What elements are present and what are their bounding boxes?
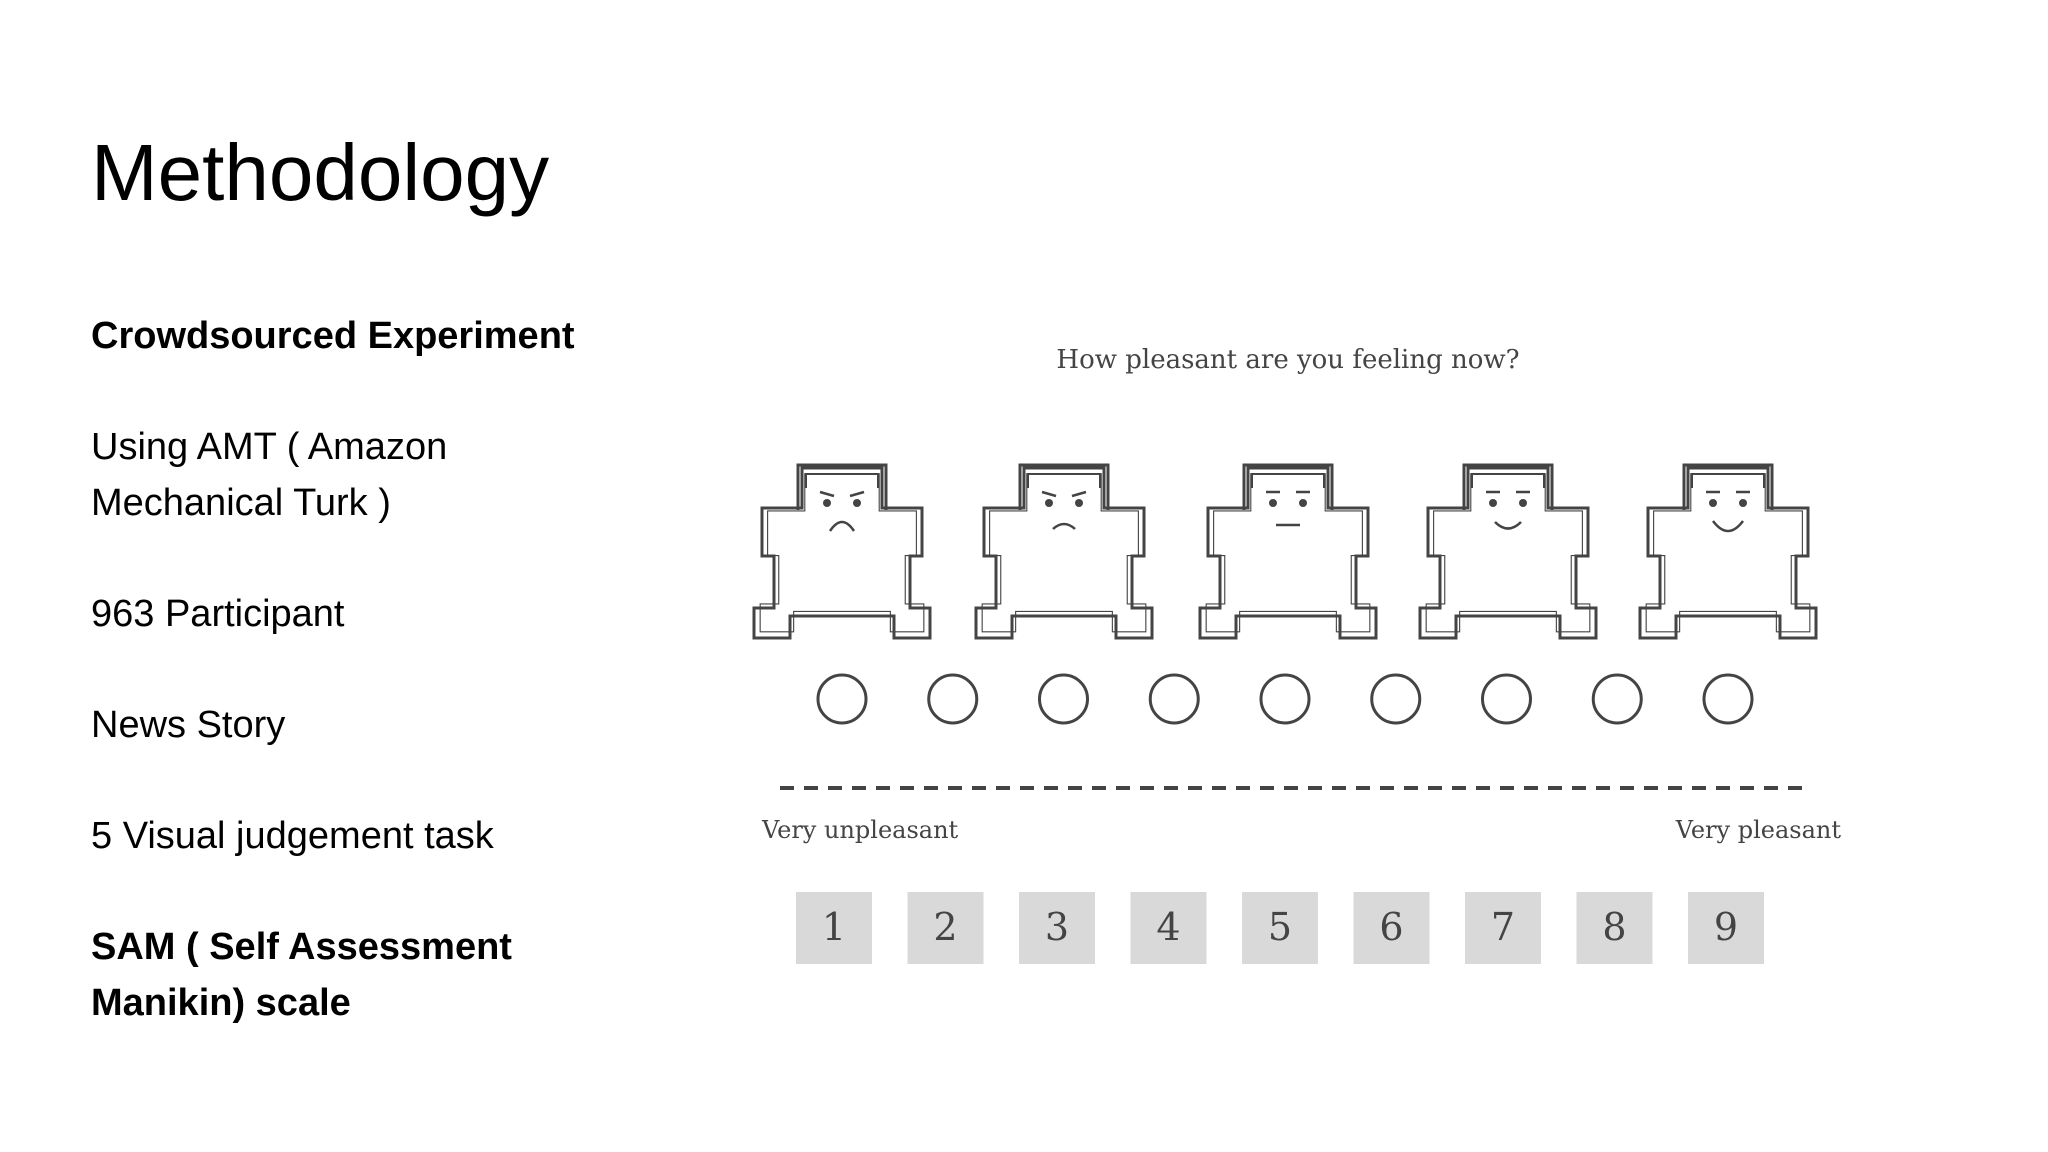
manikin-eye-right (1739, 499, 1747, 507)
rating-circle-8[interactable] (1591, 673, 1643, 725)
sam-question: How pleasant are you feeling now? (1056, 345, 1519, 375)
scale-box-bg (1019, 892, 1095, 964)
rating-circle-9[interactable] (1702, 673, 1754, 725)
label-very-pleasant: Very pleasant (1675, 816, 1842, 844)
rating-circle-1[interactable] (816, 673, 868, 725)
manikin-body-inner (1425, 473, 1591, 633)
manikin-mouth (1712, 520, 1744, 533)
manikin-very-happy (1638, 463, 1818, 640)
manikin-body-inner (981, 473, 1147, 633)
scale-box-bg (907, 892, 984, 964)
manikin-happy (1418, 463, 1598, 640)
sam-diagram: How pleasant are you feeling now? Very u… (752, 345, 1842, 964)
manikin-eye-right (1519, 499, 1527, 507)
manikin-body (752, 466, 932, 640)
manikin-hair (1018, 463, 1110, 510)
item-visual-tasks: 5 Visual judgement task (91, 815, 494, 857)
manikin-mouth (1052, 522, 1076, 530)
manikin-eyebrow-right (849, 490, 865, 498)
manikin-body (1638, 466, 1818, 640)
scale-box-bg (1242, 892, 1318, 964)
scale-box-8[interactable]: 8 (1576, 892, 1653, 964)
scale-box-7[interactable]: 7 (1465, 892, 1541, 964)
manikin-hair (1682, 463, 1774, 510)
manikin-eye-left (823, 499, 831, 507)
scale-box-1[interactable]: 1 (796, 892, 872, 964)
manikin-eye-right (853, 499, 861, 507)
item-participants: 963 Participant (91, 593, 345, 635)
manikin-eyebrow-right (1071, 490, 1087, 498)
manikin-eye-left (1709, 499, 1717, 507)
scale-box-bg (1130, 892, 1207, 964)
item-sam-scale: SAM ( Self Assessment Manikin) scale (91, 926, 512, 1024)
scale-box-bg (1465, 892, 1541, 964)
manikin-body (974, 466, 1154, 640)
manikin-eyebrow-left (819, 490, 835, 498)
sam-figure: How pleasant are you feeling now? Very u… (740, 320, 1880, 1000)
manikin-body-inner (1205, 473, 1371, 633)
scale-number-boxes: 1 2 3 4 5 6 7 8 9 (796, 892, 1764, 964)
manikin-body-inner (759, 473, 925, 633)
manikin-hair (1462, 463, 1554, 510)
rating-circle-3[interactable] (1038, 673, 1089, 725)
manikin-row (752, 463, 1818, 640)
item-crowdsourced: Crowdsourced Experiment (91, 315, 575, 357)
scale-box-9[interactable]: 9 (1688, 892, 1764, 964)
manikin-body (1198, 466, 1378, 640)
scale-box-number: 5 (1268, 905, 1292, 949)
scale-box-3[interactable]: 3 (1019, 892, 1095, 964)
scale-box-number: 3 (1045, 905, 1069, 949)
manikin-hair-inner (1251, 473, 1325, 488)
manikin-eye-left (1269, 499, 1277, 507)
scale-box-number: 7 (1491, 905, 1515, 949)
scale-box-6[interactable]: 6 (1353, 892, 1430, 964)
scale-box-number: 6 (1379, 905, 1403, 949)
scale-box-bg (1688, 892, 1764, 964)
label-very-unpleasant: Very unpleasant (761, 816, 959, 844)
manikin-hair-inner (1471, 473, 1545, 488)
rating-circle-5[interactable] (1259, 673, 1311, 725)
scale-box-number: 2 (933, 905, 957, 949)
slide-title: Methodology (91, 128, 550, 217)
rating-circle-6[interactable] (1370, 673, 1422, 725)
manikin-very-sad (752, 463, 932, 640)
scale-box-bg (1353, 892, 1430, 964)
scale-box-2[interactable]: 2 (907, 892, 984, 964)
scale-box-number: 4 (1156, 905, 1180, 949)
rating-circle-7[interactable] (1481, 673, 1532, 725)
scale-box-4[interactable]: 4 (1130, 892, 1207, 964)
scale-box-5[interactable]: 5 (1242, 892, 1318, 964)
scale-box-number: 9 (1714, 905, 1738, 949)
manikin-eye-left (1489, 499, 1497, 507)
scale-box-number: 8 (1602, 905, 1626, 949)
scale-box-bg (796, 892, 872, 964)
manikin-hair-inner (805, 473, 879, 488)
manikin-eye-left (1045, 499, 1053, 507)
manikin-hair (1242, 463, 1334, 510)
manikin-neutral (1198, 463, 1378, 640)
rating-circle-4[interactable] (1148, 673, 1200, 725)
item-news-story: News Story (91, 704, 286, 746)
manikin-mouth (828, 520, 856, 532)
manikin-hair-inner (1691, 473, 1765, 488)
scale-box-bg (1576, 892, 1653, 964)
manikin-body-inner (1645, 473, 1811, 633)
manikin-eyebrow-left (1041, 490, 1057, 498)
manikin-sad (974, 463, 1154, 640)
manikin-hair-inner (1027, 473, 1101, 488)
manikin-eye-right (1075, 499, 1083, 507)
item-amt: Using AMT ( Amazon Mechanical Turk ) (91, 426, 448, 524)
bullet-list: Crowdsourced Experiment Using AMT ( Amaz… (91, 308, 611, 1086)
scale-box-number: 1 (822, 905, 846, 949)
manikin-body (1418, 466, 1598, 640)
manikin-eye-right (1299, 499, 1307, 507)
rating-circle-2[interactable] (927, 673, 979, 725)
manikin-hair (796, 463, 888, 510)
rating-circles (816, 673, 1754, 725)
manikin-mouth (1494, 521, 1522, 530)
